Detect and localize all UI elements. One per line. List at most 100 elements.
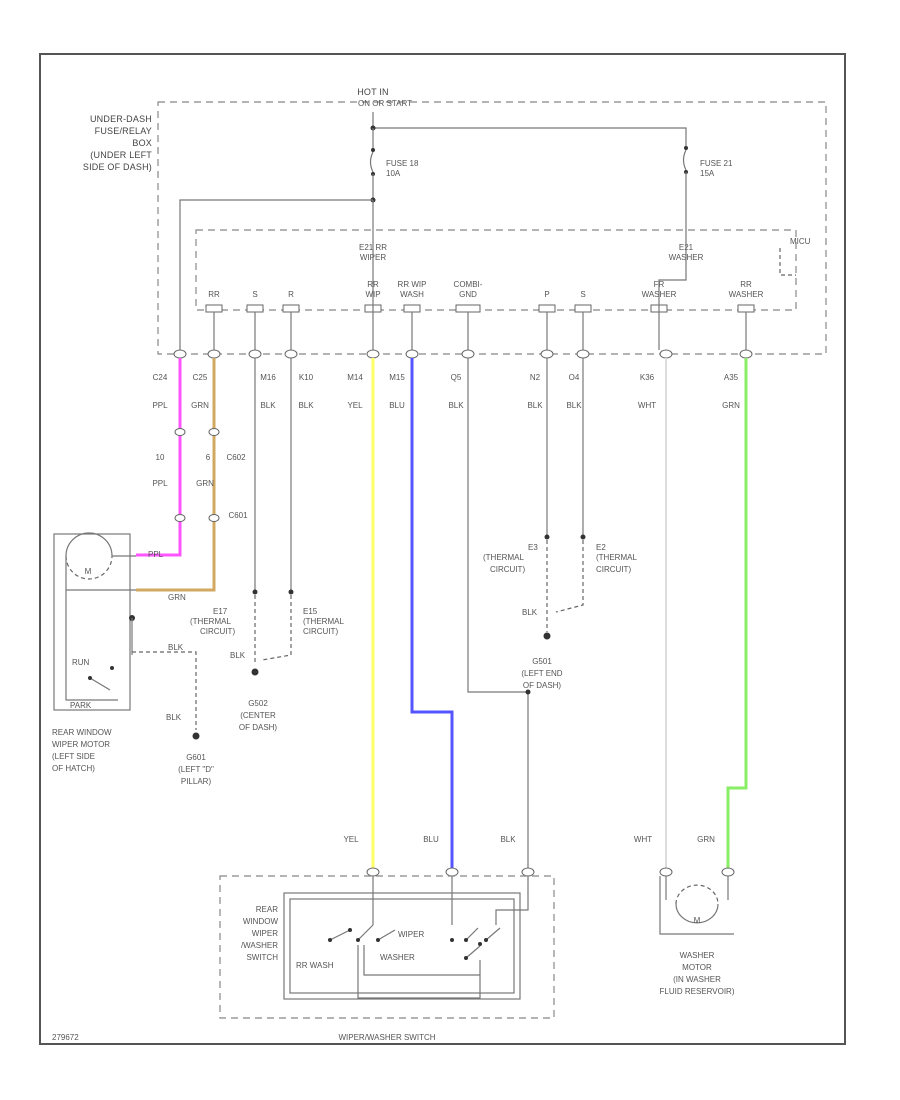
svg-text:BLK: BLK [230,651,246,660]
svg-text:OF HATCH): OF HATCH) [52,764,95,773]
underdash-fuse-box-outline [157,101,827,355]
svg-text:BLK: BLK [166,713,182,722]
svg-text:PPL: PPL [148,550,164,559]
svg-text:FUSE/RELAY: FUSE/RELAY [95,126,152,136]
svg-text:BLK: BLK [527,401,543,410]
fuse18-to-c24-wire [179,199,373,350]
svg-text:N2: N2 [530,373,541,382]
rear-switch-box [283,892,521,1000]
svg-text:GRN: GRN [168,593,186,602]
svg-text:K10: K10 [299,373,314,382]
svg-text:WASHER: WASHER [729,290,764,299]
svg-text:10A: 10A [386,169,401,178]
svg-text:BLK: BLK [566,401,582,410]
svg-text:BLK: BLK [298,401,314,410]
svg-text:BLU: BLU [389,401,405,410]
switch-terminals [366,867,535,877]
fuse-21-symbol [682,149,687,171]
svg-text:C24: C24 [153,373,168,382]
ground-g502-label: G502 (CENTER OF DASH) [239,699,278,732]
washer-motor-title: WASHER MOTOR (IN WASHER FLUID RESERVOIR) [660,951,735,996]
svg-text:FLUID RESERVOIR): FLUID RESERVOIR) [660,987,735,996]
svg-text:(LEFT "D": (LEFT "D" [178,765,214,774]
rear-wiper-motor-box [53,533,131,711]
thermal-e2-label: E2 (THERMAL CIRCUIT) [596,543,637,574]
thermal-e3-label: E3 (THERMAL CIRCUIT) [483,543,538,574]
ground-g502-icon [251,668,259,676]
svg-text:REAR WINDOW: REAR WINDOW [52,728,112,737]
inline-connector-c601 [174,428,220,522]
svg-text:WIPER: WIPER [252,929,278,938]
svg-text:WHT: WHT [634,835,652,844]
hot-bus-wire [372,112,687,148]
washer-terminals [659,867,735,877]
svg-text:WASHER: WASHER [680,951,715,960]
svg-text:WHT: WHT [638,401,656,410]
fuse-21-label: FUSE 21 [700,159,733,168]
svg-text:C602: C602 [226,453,246,462]
svg-text:G501: G501 [532,657,552,666]
svg-text:WINDOW: WINDOW [243,917,279,926]
washer-word: WASHER [380,953,415,962]
svg-text:GND: GND [459,290,477,299]
svg-text:WASH: WASH [400,290,424,299]
diagram-code: 279672 [52,1033,79,1042]
svg-text:PPL: PPL [152,479,168,488]
svg-text:C25: C25 [193,373,208,382]
svg-text:SWITCH: SWITCH [246,953,278,962]
svg-text:CIRCUIT): CIRCUIT) [303,627,338,636]
svg-text:O4: O4 [569,373,580,382]
svg-text:RR WIP: RR WIP [398,280,427,289]
washer-motor-symbol: M [675,884,719,925]
svg-text:(THERMAL: (THERMAL [190,617,231,626]
svg-text:RR: RR [208,290,220,299]
ppl-wire [136,358,182,557]
svg-text:G502: G502 [248,699,268,708]
svg-text:15A: 15A [700,169,715,178]
svg-text:OF DASH): OF DASH) [523,681,562,690]
svg-text:E3: E3 [528,543,538,552]
svg-text:(THERMAL: (THERMAL [303,617,344,626]
svg-text:(THERMAL: (THERMAL [483,553,524,562]
wiper-washer-switch-title: WIPER/WASHER SWITCH [338,1033,435,1042]
box-exit-terminals [173,349,753,359]
fuse-18-label: FUSE 18 [386,159,419,168]
svg-text:CIRCUIT): CIRCUIT) [596,565,631,574]
blu-wire [410,358,454,868]
svg-text:(UNDER LEFT: (UNDER LEFT [90,150,152,160]
washer-motor-box [659,876,734,935]
rear-c1-pin: 10 [156,453,165,462]
rear-motor-ground-wire [132,651,197,730]
wiper-word: WIPER [398,930,424,939]
diagram-frame [39,53,846,1045]
svg-text:BOX: BOX [132,138,152,148]
ground-e-icon [543,632,551,640]
svg-text:BLK: BLK [500,835,516,844]
svg-text:OF DASH): OF DASH) [239,723,278,732]
rear-motor-symbol: M [65,532,113,580]
svg-text:M15: M15 [389,373,405,382]
grn-washer-wire [726,358,748,868]
svg-text:UNDER-DASH: UNDER-DASH [90,114,152,124]
svg-text:PARK: PARK [70,701,92,710]
svg-text:M16: M16 [260,373,276,382]
rear-motor-title: REAR WINDOW WIPER MOTOR (LEFT SIDE OF HA… [52,728,112,773]
svg-text:PPL: PPL [152,401,168,410]
svg-text:COMBI-: COMBI- [454,280,483,289]
hot-in-label: HOT IN [357,87,389,97]
svg-text:GRN: GRN [722,401,740,410]
svg-text:YEL: YEL [347,401,363,410]
svg-text:R: R [288,290,294,299]
micu-pin-labels: RR S R RR WIP RR WIP WASH COMBI- GND P S… [208,280,763,299]
svg-text:E2: E2 [596,543,606,552]
micu-terminals [205,304,755,313]
run-park-switch: RUN PARK [70,658,114,710]
blk-gnd-wire [467,358,529,868]
svg-text:GRN: GRN [697,835,715,844]
switch-contacts [328,924,501,960]
svg-text:K36: K36 [640,373,655,382]
svg-text:G601: G601 [186,753,206,762]
svg-text:M14: M14 [347,373,363,382]
svg-text:RUN: RUN [72,658,90,667]
svg-text:BLU: BLU [423,835,439,844]
